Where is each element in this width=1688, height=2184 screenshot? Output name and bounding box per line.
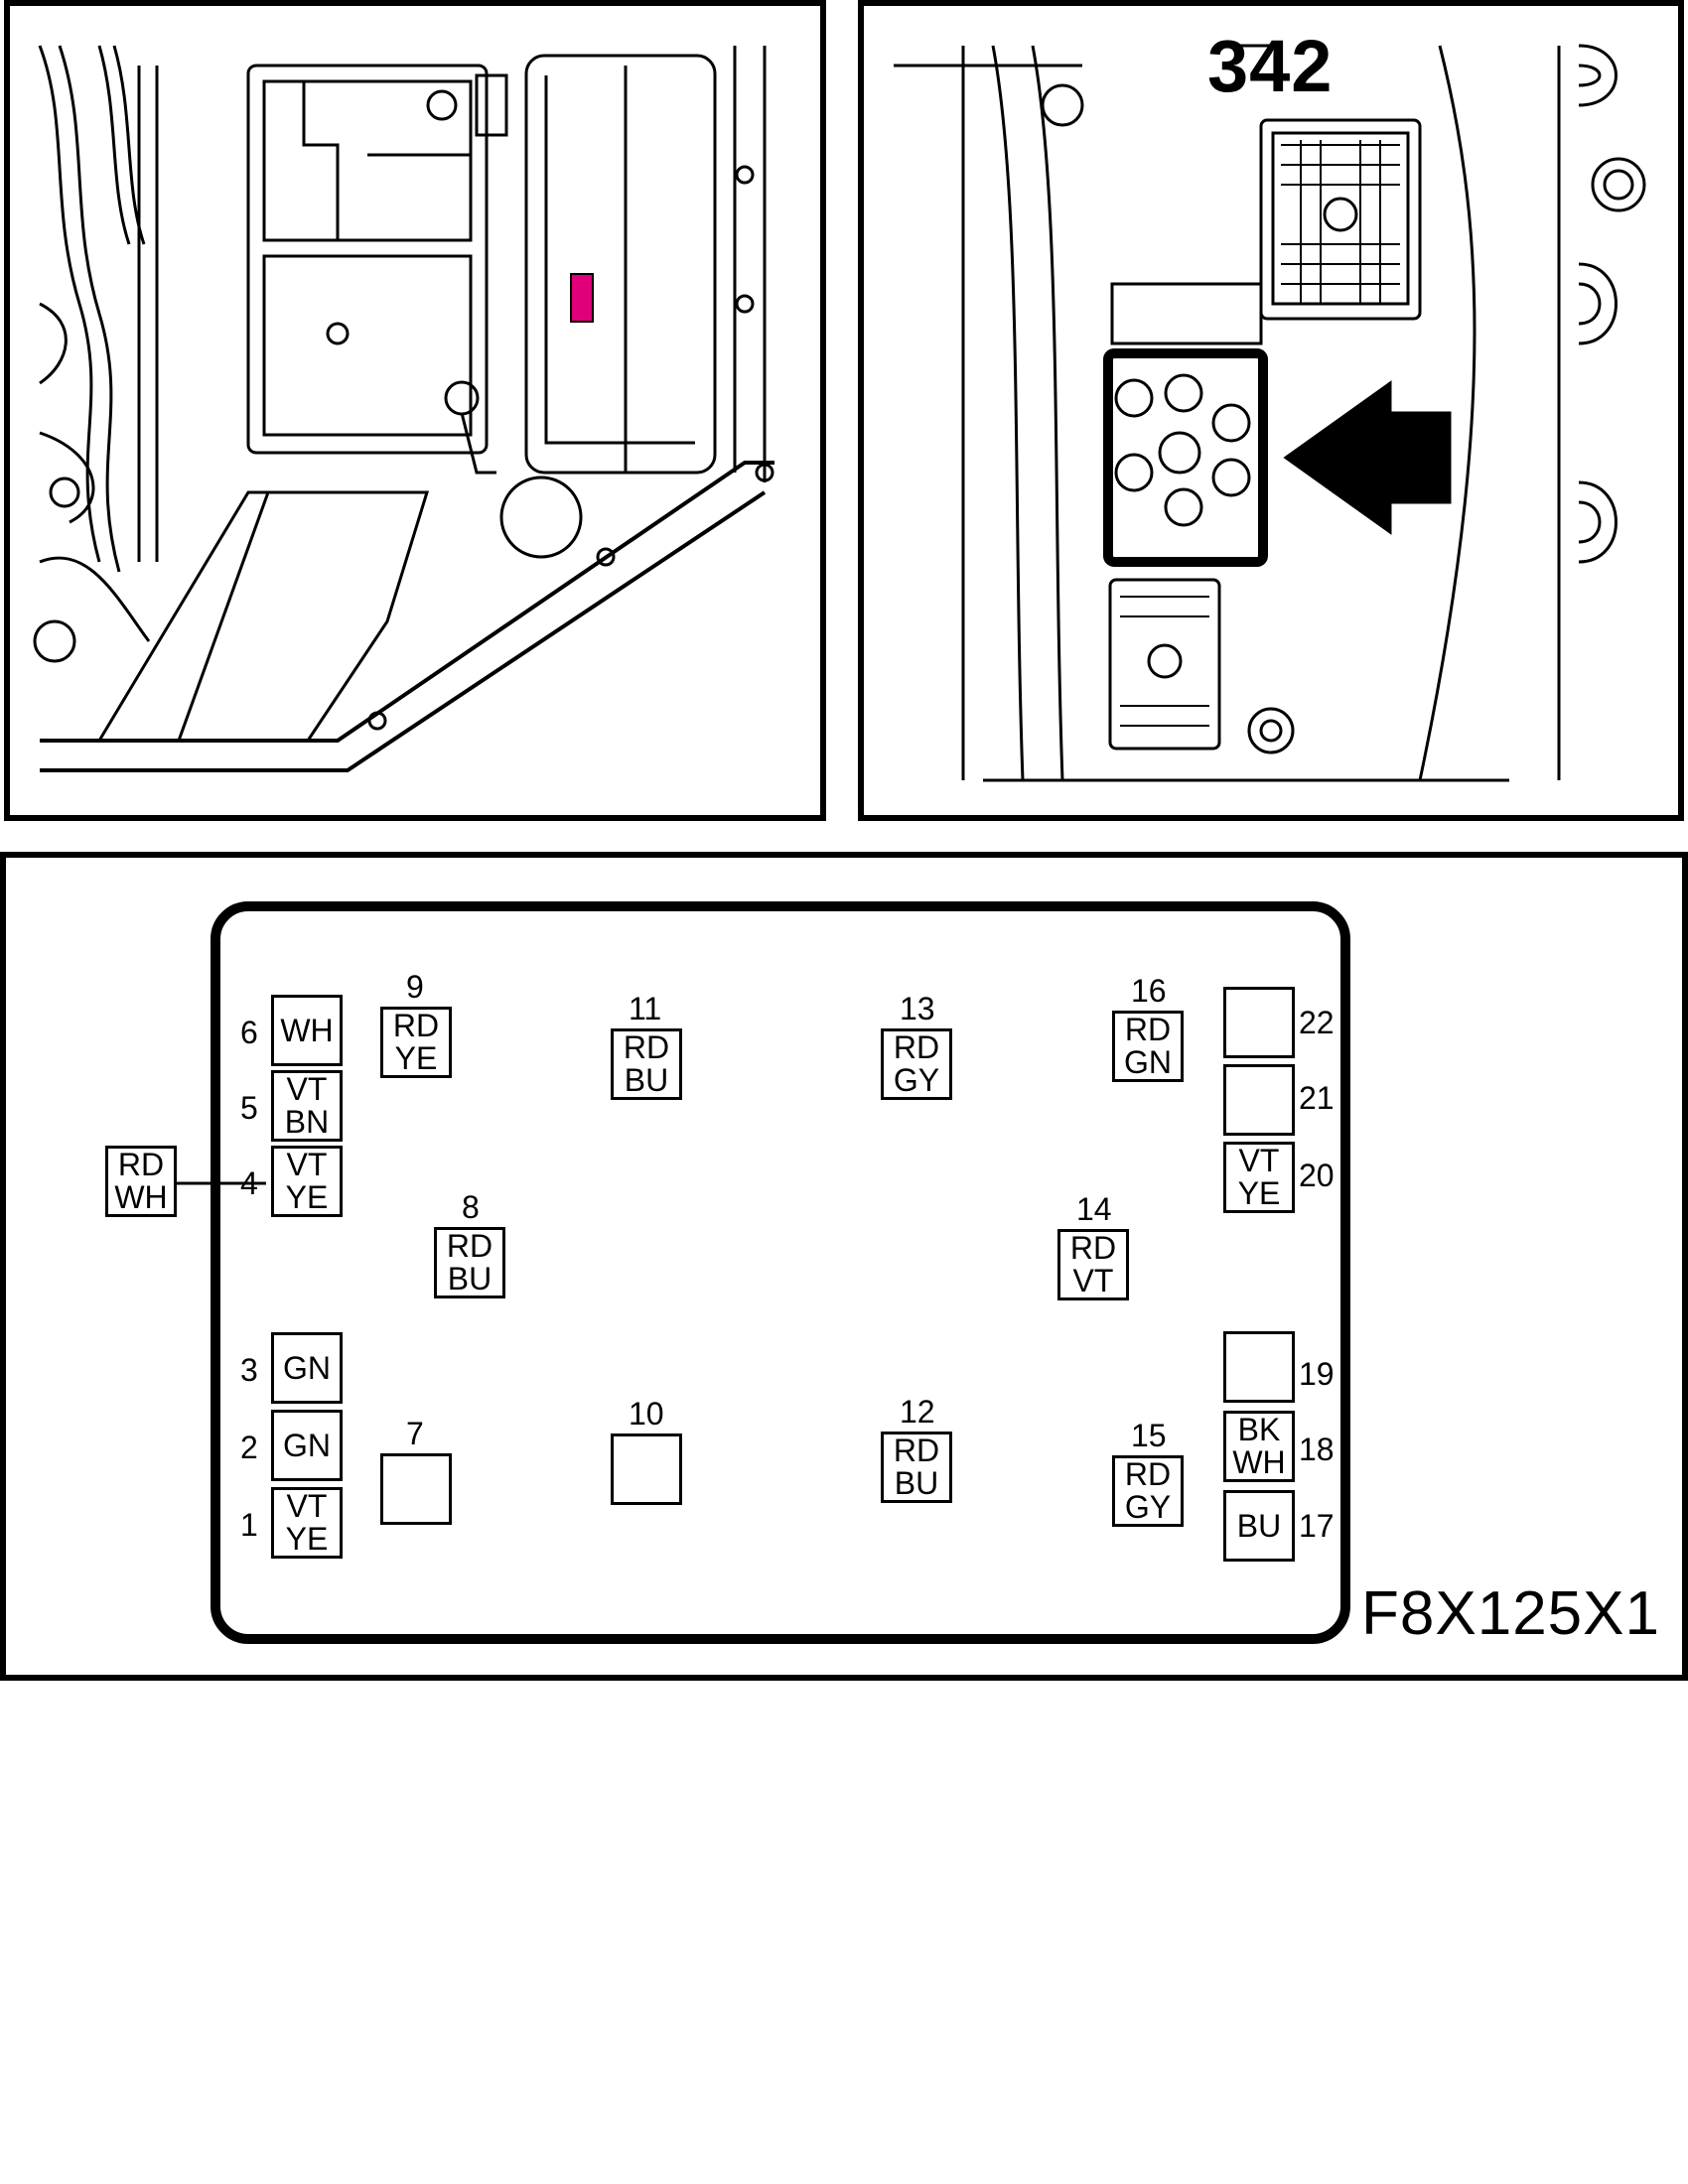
callout-number: 342 [1207,25,1334,107]
pin-number: 9 [406,969,424,1005]
connector-id-label: F8X125X1 [1361,1579,1660,1648]
external-wire-line [176,1181,266,1185]
pin-number: 1 [240,1507,258,1543]
pin-number: 8 [462,1189,480,1225]
pin-3: GN [271,1332,343,1404]
connector-location-view: 342 [858,0,1684,821]
connector-location-drawing [894,44,1646,782]
wire-color-2: WH [114,1179,168,1215]
pin-number: 10 [629,1396,664,1432]
pin-number: 18 [1299,1432,1335,1467]
pin-number: 3 [240,1352,258,1388]
location-marker [570,273,594,323]
pin-17: BU [1223,1490,1295,1562]
external-wire-box: RD WH [105,1146,177,1217]
pin-number: 5 [240,1090,258,1126]
pin-number: 21 [1299,1080,1335,1116]
wire-color-1: RD [117,1147,165,1182]
pin-21 [1223,1064,1295,1136]
pin-number: 13 [900,991,935,1026]
pin-number: 17 [1299,1508,1335,1544]
pin-number: 15 [1131,1418,1167,1453]
pin-6: WH [271,995,343,1066]
pin-2: GN [271,1410,343,1481]
pin-number: 6 [240,1015,258,1050]
pin-number: 11 [629,991,662,1026]
pin-number: 22 [1299,1005,1335,1040]
pin-10 [611,1433,682,1505]
pin-19 [1223,1331,1295,1403]
pin-number: 20 [1299,1158,1335,1193]
pin-22 [1223,987,1295,1058]
pin-number: 12 [900,1394,935,1430]
pin-number: 7 [406,1416,424,1451]
pin-number: 19 [1299,1356,1335,1392]
engine-compartment-drawing [33,45,774,772]
engine-compartment-view [4,0,826,821]
pin-number: 2 [240,1430,258,1465]
pin-number: 14 [1076,1191,1112,1227]
connector-outline [211,901,1350,1644]
pin-number: 4 [240,1165,258,1201]
pin-7 [380,1453,452,1525]
pin-number: 16 [1131,973,1167,1009]
